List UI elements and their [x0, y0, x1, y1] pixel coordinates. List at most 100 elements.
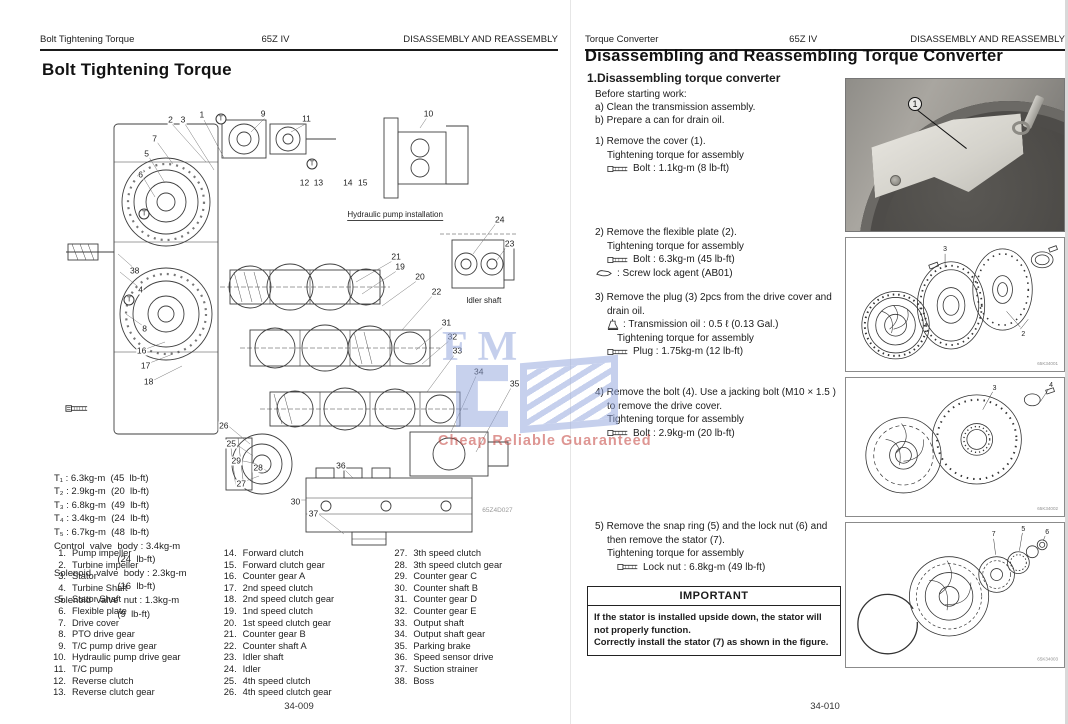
- header-chapter: DISASSEMBLY AND REASSEMBLY: [910, 34, 1065, 45]
- part-item: 34.Output shaft gear: [394, 629, 486, 640]
- header-model: 65Z IV: [261, 34, 290, 45]
- part-item: 26.4th speed clutch gear: [223, 687, 332, 698]
- bolt-icon: [607, 256, 629, 264]
- bolt-icon: [607, 165, 629, 173]
- part-item: 9.T/C pump drive gear: [58, 640, 157, 651]
- diagram-callout: 2: [167, 114, 174, 125]
- diagram-callout: 33: [451, 345, 464, 356]
- step-text: 5) Remove the snap ring (5) and the lock…: [595, 521, 828, 532]
- important-line: If the stator is installed upside down, …: [594, 611, 822, 635]
- diagram-callout: 4: [137, 284, 145, 295]
- figure-callout: 5: [1021, 526, 1025, 533]
- intro-line: a) Clean the transmission assembly.: [595, 102, 756, 113]
- step-text: drain oil.: [607, 305, 645, 317]
- part-item: 31.Counter gear D: [394, 594, 477, 605]
- step-text: 1) Remove the cover (1).: [595, 136, 706, 147]
- part-item: 35.Parking brake: [394, 640, 471, 651]
- agent-note: : Screw lock agent (AB01): [617, 267, 733, 279]
- torque-value: Plug : 1.75kg-m (12 lb-ft): [633, 346, 744, 357]
- figure-exploded-flexible-plate: 3 2 65K34001: [845, 237, 1065, 372]
- torque-line: T₅ : 6.7kg-m (48 lb-ft): [54, 526, 150, 538]
- hydraulic-pump-label: Hydraulic pump installation: [347, 210, 443, 222]
- torque-line: T₃ : 6.8kg-m (49 lb-ft): [54, 499, 150, 511]
- diagram-callout: 29: [230, 455, 242, 466]
- part-item: 27.3th speed clutch: [394, 548, 482, 558]
- torque-line: T₁ : 6.3kg-m (45 lb-ft): [54, 472, 149, 484]
- diagram-callout: 9: [259, 108, 267, 119]
- diagram-callout: 15: [357, 177, 369, 188]
- diagram-callout: 32: [446, 331, 459, 342]
- exploded-diagram-art: 7 5 6 65K34003: [857, 526, 1059, 662]
- step-text: then remove the stator (7).: [607, 534, 725, 546]
- diagram-callout: 21: [390, 251, 402, 262]
- page-title: Disassembling and Reassembling Torque Co…: [585, 47, 1004, 65]
- figure-callout: 2: [1021, 331, 1025, 338]
- part-item: 29.Counter gear C: [394, 571, 477, 582]
- part-item: 7.Drive cover: [58, 617, 120, 628]
- important-line: Correctly install the stator (7) as show…: [594, 636, 829, 647]
- part-item: 11.T/C pump: [53, 663, 113, 674]
- step-text: Tightening torque for assembly: [607, 548, 744, 559]
- part-item: 6.Flexible plate: [58, 605, 127, 616]
- part-item: 3.Stator: [58, 571, 97, 582]
- right-page-number: 34-010: [810, 701, 840, 712]
- step-text: 2) Remove the flexible plate (2).: [595, 227, 737, 238]
- section-title: 1.Disassembling torque converter: [587, 71, 781, 85]
- figure-callout: 3: [993, 385, 997, 392]
- part-item: 14.Forward clutch: [223, 548, 304, 558]
- oil-spec: : Transmission oil : 0.5 ℓ (0.13 Gal.): [623, 319, 779, 330]
- diagram-callout: 22: [430, 286, 443, 297]
- part-item: 5.Stator Shaft: [58, 594, 122, 605]
- part-item: 38.Boss: [394, 675, 435, 686]
- photo-callout-1: 1: [908, 97, 922, 111]
- diagram-callout: 26: [218, 420, 230, 431]
- screw-lock-agent-icon: [595, 269, 613, 277]
- diagram-callout: 16: [135, 345, 148, 356]
- diagram-callout: 17: [139, 360, 152, 371]
- figure-exploded-stator: 7 5 6 65K34003: [845, 522, 1065, 668]
- diagram-callout: 13: [312, 177, 325, 188]
- header-section: Torque Converter: [585, 34, 659, 45]
- diagram-callout: 38: [128, 265, 141, 276]
- torque-line: T₄ : 3.4kg-m (24 lb-ft): [54, 513, 150, 525]
- part-item: 37.Suction strainer: [394, 663, 478, 674]
- idler-shaft-label: Idler shaft: [466, 295, 502, 305]
- torque-line: Solenoid valve nut : 1.3kg-m: [54, 594, 180, 606]
- step-text: Tightening torque for assembly: [607, 414, 744, 425]
- step-text: Tightening torque for assembly: [607, 240, 744, 252]
- step-text: 3) Remove the plug (3) 2pcs from the dri…: [595, 292, 832, 303]
- torque-value: Bolt : 6.3kg-m (45 lb-ft): [633, 254, 735, 265]
- part-item: 2.Turbine impeller: [58, 559, 139, 570]
- figure-photo-cover: 1: [845, 78, 1065, 232]
- important-box: IMPORTANT If the stator is installed ups…: [587, 586, 841, 656]
- figure-code: 65Z4D027: [482, 507, 513, 515]
- diagram-callout: T: [306, 158, 318, 170]
- torque-line: (16 lb-ft): [54, 581, 156, 593]
- torque-line: (9 lb-ft): [54, 608, 151, 620]
- diagram-callout: 7: [151, 133, 158, 144]
- part-item: 24.Idler: [223, 663, 261, 674]
- header-chapter: DISASSEMBLY AND REASSEMBLY: [403, 34, 558, 45]
- diagram-callout: T: [123, 294, 135, 306]
- diagram-callout: 5: [143, 148, 150, 159]
- transmission-diagram-art: [66, 115, 518, 546]
- figure-code: 65K34002: [1037, 506, 1058, 511]
- left-page-number: 34-009: [284, 701, 314, 712]
- figure-callout: 4: [1049, 382, 1053, 389]
- page-gutter: [570, 0, 571, 724]
- part-item: 21.Counter gear B: [223, 629, 306, 640]
- figure-callout: 6: [1045, 529, 1049, 536]
- step-5: 5) Remove the snap ring (5) and the lock…: [595, 520, 853, 574]
- diagram-callout: 1: [198, 109, 206, 120]
- step-text: Tightening torque for assembly: [617, 332, 754, 344]
- right-page-header: Torque Converter 65Z IV DISASSEMBLY AND …: [585, 34, 1065, 51]
- torque-line: (24 lb-ft): [54, 554, 156, 566]
- scan-edge: [1065, 0, 1068, 724]
- bolt-icon: [65, 404, 89, 413]
